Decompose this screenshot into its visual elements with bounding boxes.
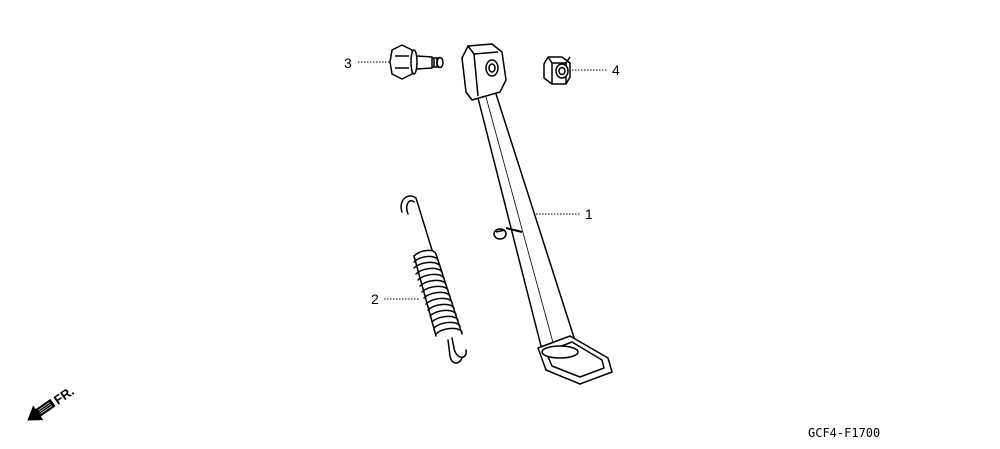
callout-3: 3 xyxy=(344,55,352,71)
front-direction-arrow: FR. xyxy=(27,383,77,421)
pivot-bolt xyxy=(389,44,444,80)
callout-4: 4 xyxy=(612,62,620,78)
side-stand xyxy=(461,43,613,385)
direction-label: FR. xyxy=(51,383,77,407)
diagram-code: GCF4-F1700 xyxy=(808,426,880,440)
nut xyxy=(543,56,571,85)
spring xyxy=(400,195,467,364)
arrow-icon xyxy=(27,398,56,421)
callout-1: 1 xyxy=(585,206,593,222)
callout-2: 2 xyxy=(371,291,379,307)
